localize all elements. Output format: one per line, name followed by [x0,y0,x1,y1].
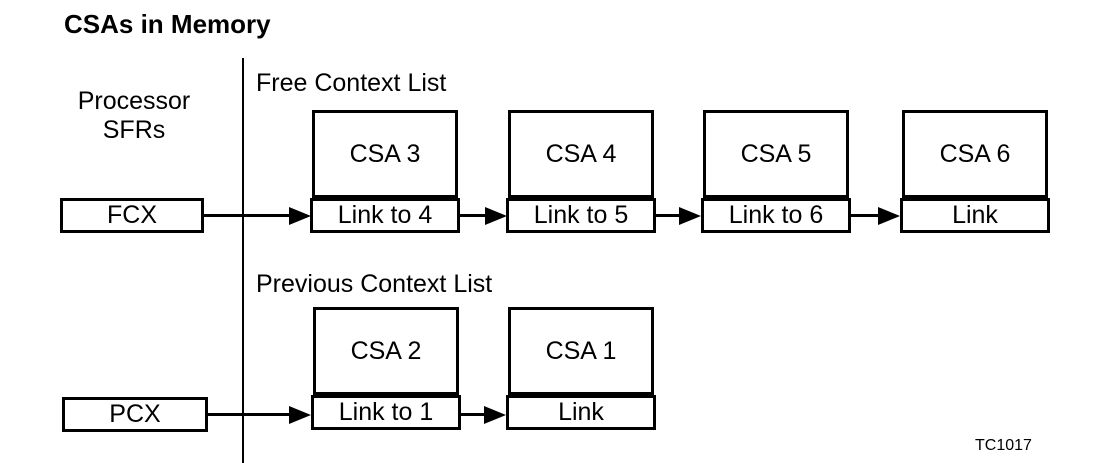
csa-name-box: CSA 2 [313,307,459,395]
csa-name-box: CSA 6 [902,110,1048,198]
csa-node-5: CSA 5 Link to 6 [701,110,851,233]
processor-sfrs-label: Processor SFRs [56,87,212,145]
processor-sfrs-label-line1: Processor [77,87,191,115]
csa-node-4: CSA 4 Link to 5 [506,110,656,233]
csa-name-box: CSA 4 [508,110,654,198]
csa-name-box: CSA 5 [703,110,849,198]
csa-link-box: Link to 4 [310,198,460,233]
csa-node-1: CSA 1 Link [506,307,656,430]
csa-link-box: Link to 5 [506,198,656,233]
csa-link-box: Link [506,395,656,430]
free-context-list-label: Free Context List [256,69,447,97]
arrow-pcx-to-csa2 [208,413,289,416]
csa-name-box: CSA 3 [312,110,458,198]
arrow-csa2-to-csa1 [460,413,484,416]
processor-sfrs-label-line2: SFRs [102,116,166,144]
arrow-csa5-to-csa6 [850,214,878,217]
memory-boundary-line [242,58,244,463]
figure-number: TC1017 [975,437,1032,454]
arrow-fcx-to-csa3 [204,214,289,217]
csa-link-box: Link to 1 [311,395,461,430]
csa-node-3: CSA 3 Link to 4 [310,110,460,233]
csa-node-2: CSA 2 Link to 1 [311,307,461,430]
csa-link-box: Link [900,198,1050,233]
arrow-csa4-to-csa5 [655,214,679,217]
csa-link-box: Link to 6 [701,198,851,233]
pcx-register-box: PCX [62,397,208,432]
diagram-title: CSAs in Memory [64,9,271,39]
fcx-register-box: FCX [60,198,204,233]
previous-context-list-label: Previous Context List [256,270,493,298]
arrow-csa3-to-csa4 [459,214,485,217]
csa-node-6: CSA 6 Link [900,110,1050,233]
csa-name-box: CSA 1 [508,307,654,395]
